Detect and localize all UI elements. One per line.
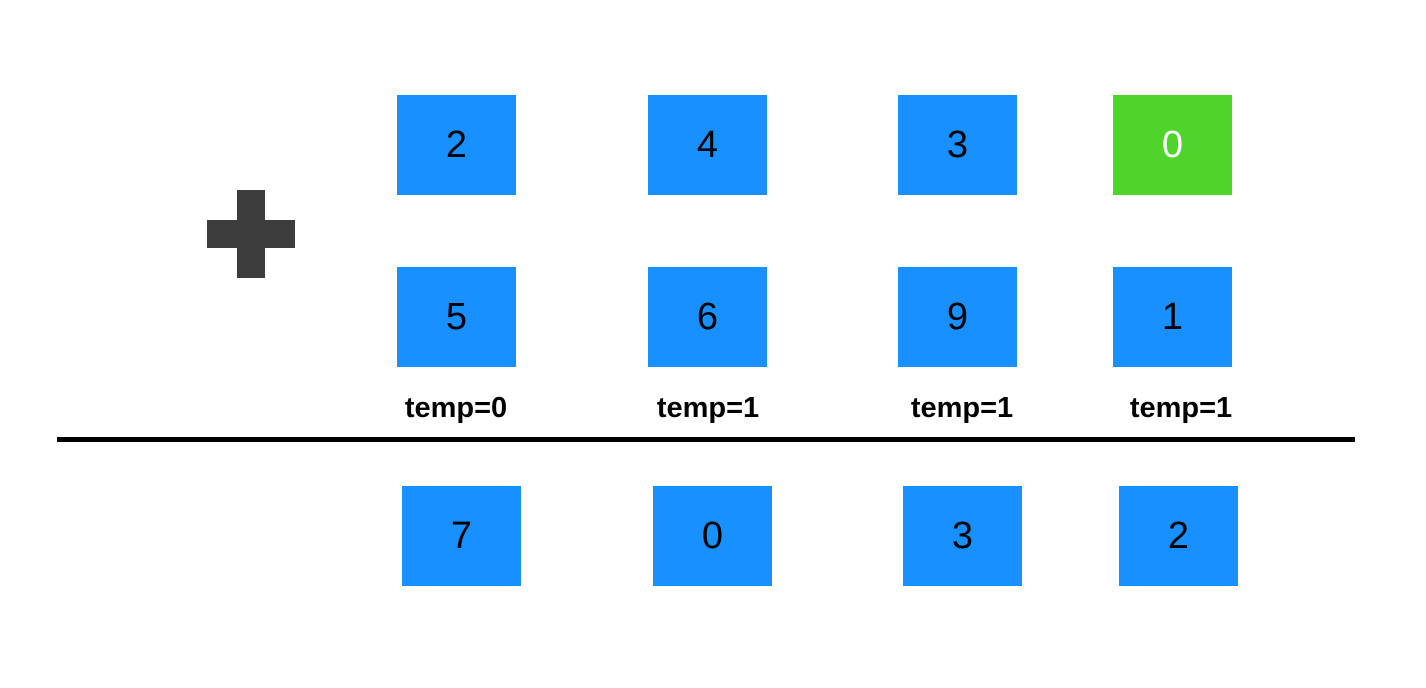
plus-icon-horizontal-bar (207, 220, 295, 248)
addend-bottom-cell-1[interactable]: 6 (648, 267, 767, 367)
result-cell-2[interactable]: 3 (903, 486, 1022, 586)
sum-divider-line (57, 437, 1355, 442)
addend-bottom-cell-0[interactable]: 5 (397, 267, 516, 367)
result-cell-0[interactable]: 7 (402, 486, 521, 586)
addend-bottom-cell-2[interactable]: 9 (898, 267, 1017, 367)
carry-label-1: temp=1 (656, 392, 760, 424)
addend-top-cell-0[interactable]: 2 (397, 95, 516, 195)
result-cell-3[interactable]: 2 (1119, 486, 1238, 586)
plus-icon (207, 190, 295, 278)
result-cell-1[interactable]: 0 (653, 486, 772, 586)
carry-label-0: temp=0 (404, 392, 508, 424)
carry-label-2: temp=1 (910, 392, 1014, 424)
carry-label-3: temp=1 (1129, 392, 1233, 424)
addend-top-cell-3[interactable]: 0 (1113, 95, 1232, 195)
addend-top-cell-1[interactable]: 4 (648, 95, 767, 195)
addend-bottom-cell-3[interactable]: 1 (1113, 267, 1232, 367)
addend-top-cell-2[interactable]: 3 (898, 95, 1017, 195)
